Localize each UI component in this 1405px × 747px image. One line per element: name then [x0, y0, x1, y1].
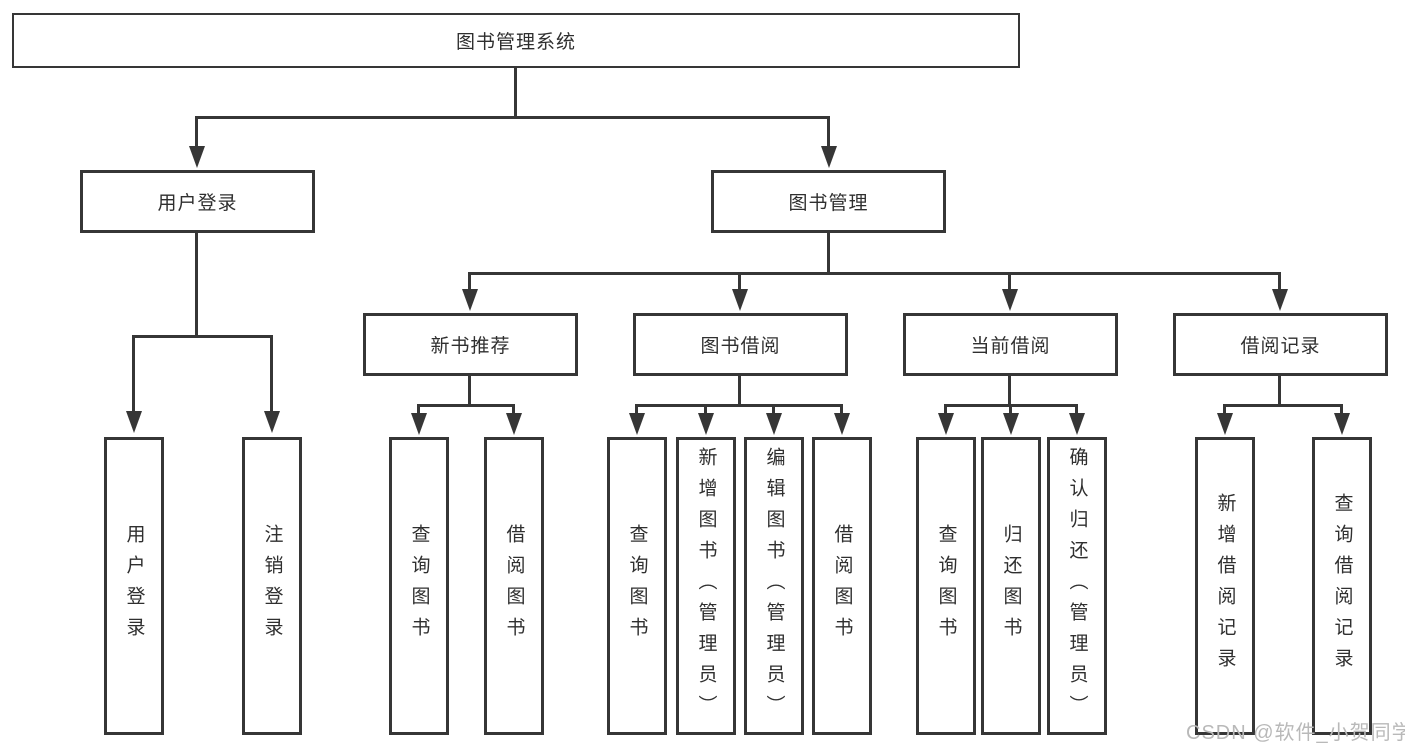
leaf-logout: 注销登录: [242, 437, 302, 735]
connector-line: [512, 404, 515, 414]
node-label: 当前借阅: [970, 336, 1051, 357]
node-label: 图书管理系统: [455, 32, 576, 53]
leaf-return-books: 归还图书: [981, 437, 1041, 735]
csdn-watermark: CSDN @软件_小贺同学: [1186, 722, 1405, 744]
arrow-down-icon: [821, 146, 837, 168]
connector-line: [1075, 404, 1078, 414]
leaf-label: 查询图书: [935, 524, 957, 648]
leaf-label: 用户登录: [123, 524, 145, 648]
arrow-down-icon: [264, 411, 280, 433]
connector-line: [704, 404, 707, 414]
node-label: 新书推荐: [430, 336, 511, 357]
arrow-down-icon: [411, 413, 427, 435]
connector-line: [514, 68, 517, 118]
node-label: 借阅记录: [1240, 336, 1321, 357]
arrow-down-icon: [1003, 413, 1019, 435]
connector-line: [827, 116, 830, 148]
leaf-add-borrow-record: 新增借阅记录: [1195, 437, 1255, 735]
leaf-label: 新增图书（管理员）: [695, 446, 717, 726]
arrow-down-icon: [506, 413, 522, 435]
connector-line: [1008, 272, 1011, 289]
leaf-confirm-return-admin: 确认归还（管理员）: [1047, 437, 1107, 735]
connector-line: [468, 376, 471, 406]
node-user-login: 用户登录: [80, 170, 315, 233]
connector-line: [637, 404, 843, 407]
connector-line: [132, 335, 135, 411]
arrow-down-icon: [126, 411, 142, 433]
node-label: 图书管理: [788, 193, 869, 214]
arrow-down-icon: [1002, 289, 1018, 311]
connector-line: [1278, 376, 1281, 406]
connector-line: [738, 376, 741, 406]
leaf-user-login: 用户登录: [104, 437, 164, 735]
node-label: 图书借阅: [700, 336, 781, 357]
connector-line: [419, 404, 515, 407]
arrow-down-icon: [766, 413, 782, 435]
connector-line: [132, 335, 273, 338]
arrow-down-icon: [1272, 289, 1288, 311]
arrow-down-icon: [1069, 413, 1085, 435]
leaf-label: 借阅图书: [831, 524, 853, 648]
leaf-edit-books-admin: 编辑图书（管理员）: [744, 437, 804, 735]
arrow-down-icon: [834, 413, 850, 435]
connector-line: [944, 404, 947, 414]
connector-line: [738, 272, 741, 289]
leaf-query-borrow-record: 查询借阅记录: [1312, 437, 1372, 735]
connector-line: [1225, 404, 1343, 407]
leaf-borrow-books-borrowing: 借阅图书: [812, 437, 872, 735]
arrow-down-icon: [189, 146, 205, 168]
connector-line: [840, 404, 843, 414]
arrow-down-icon: [1217, 413, 1233, 435]
connector-line: [946, 404, 1078, 407]
connector-line: [195, 116, 198, 148]
leaf-label: 查询图书: [408, 524, 430, 648]
node-borrowing-records: 借阅记录: [1173, 313, 1388, 376]
arrow-down-icon: [629, 413, 645, 435]
connector-line: [1278, 272, 1281, 289]
connector-line: [1223, 404, 1226, 414]
connector-line: [469, 272, 1281, 275]
leaf-query-books-recommend: 查询图书: [389, 437, 449, 735]
leaf-query-books-current: 查询图书: [916, 437, 976, 735]
connector-line: [635, 404, 638, 414]
arrow-down-icon: [1334, 413, 1350, 435]
arrow-down-icon: [462, 289, 478, 311]
connector-line: [468, 272, 471, 289]
arrow-down-icon: [938, 413, 954, 435]
leaf-label: 借阅图书: [503, 524, 525, 648]
connector-line: [1340, 404, 1343, 414]
leaf-label: 新增借阅记录: [1214, 493, 1236, 679]
connector-line: [195, 233, 198, 335]
connector-line: [417, 404, 420, 414]
leaf-add-books-admin: 新增图书（管理员）: [676, 437, 736, 735]
node-new-book-recommendation: 新书推荐: [363, 313, 578, 376]
leaf-query-books-borrowing: 查询图书: [607, 437, 667, 735]
leaf-label: 编辑图书（管理员）: [763, 446, 785, 726]
connector-line: [270, 335, 273, 411]
connector-line: [1008, 376, 1011, 406]
connector-line: [196, 116, 830, 119]
leaf-label: 查询图书: [626, 524, 648, 648]
node-label: 用户登录: [157, 193, 238, 214]
connector-line: [772, 404, 775, 414]
leaf-label: 确认归还（管理员）: [1066, 446, 1088, 726]
leaf-label: 注销登录: [261, 524, 283, 648]
leaf-label: 查询借阅记录: [1331, 493, 1353, 679]
arrow-down-icon: [698, 413, 714, 435]
arrow-down-icon: [732, 289, 748, 311]
node-book-borrowing: 图书借阅: [633, 313, 848, 376]
node-book-management: 图书管理: [711, 170, 946, 233]
connector-line: [1009, 404, 1012, 414]
leaf-borrow-books-recommend: 借阅图书: [484, 437, 544, 735]
connector-line: [827, 233, 830, 273]
node-current-borrowing: 当前借阅: [903, 313, 1118, 376]
node-library-management-system: 图书管理系统: [12, 13, 1020, 68]
leaf-label: 归还图书: [1000, 524, 1022, 648]
